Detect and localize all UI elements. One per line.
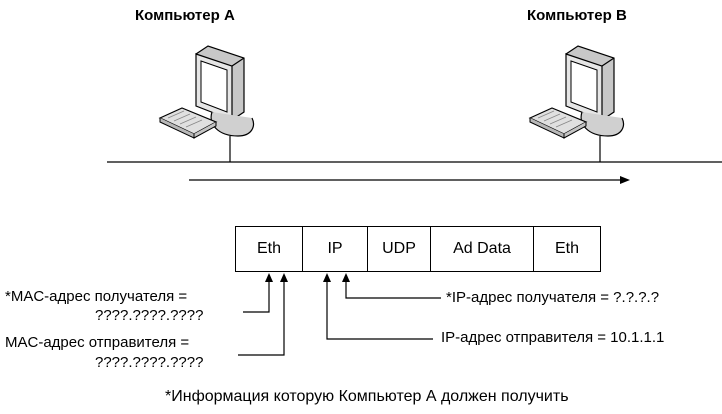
src-mac-value: ????.????.????	[95, 354, 204, 371]
dest-mac-connector	[243, 280, 270, 313]
src-ip-label: IP-адрес отправителя = 10.1.1.1	[441, 329, 665, 346]
dest-mac-arrowhead	[265, 273, 273, 282]
footnote: *Информация которую Компьютер А должен п…	[165, 388, 569, 405]
computer-a-label: Компьютер A	[135, 7, 235, 24]
packet-field-eth-trailer: Eth	[533, 226, 601, 272]
direction-arrow	[189, 176, 630, 184]
packet-field-ip: IP	[302, 226, 368, 272]
dest-mac-label: *MAC-адрес получателя =	[5, 288, 188, 305]
dest-ip-label: *IP-адрес получателя = ?.?.?.?	[446, 289, 660, 306]
computer-a-icon	[158, 45, 255, 162]
packet-field-udp: UDP	[367, 226, 431, 272]
dest-ip-arrowhead	[342, 273, 350, 282]
src-mac-label: MAC-адрес отправителя =	[5, 334, 190, 351]
src-mac-connector	[238, 280, 285, 356]
packet-field-ad-data: Ad Data	[430, 226, 534, 272]
packet-field-eth-header: Eth	[235, 226, 303, 272]
src-mac-arrowhead	[280, 273, 288, 282]
computer-b-icon	[528, 45, 625, 162]
computer-b-label: Компьютер B	[527, 7, 627, 24]
dest-ip-connector	[345, 280, 441, 299]
src-ip-connector	[326, 280, 433, 340]
src-ip-arrowhead	[323, 273, 331, 282]
dest-mac-value: ????.????.????	[95, 307, 204, 324]
